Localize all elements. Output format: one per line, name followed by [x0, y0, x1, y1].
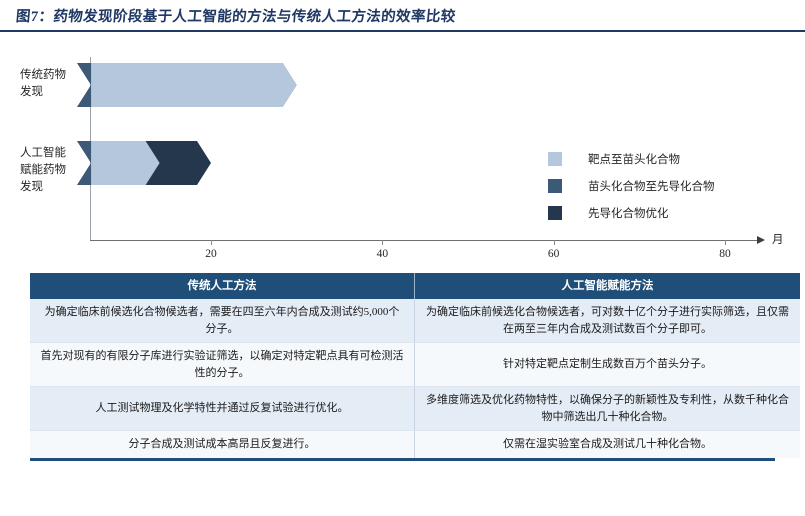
- comparison-table: 传统人工方法 人工智能赋能方法 为确定临床前候选化合物候选者，需要在四至六年内合…: [30, 273, 800, 458]
- x-axis-tick-label: 60: [547, 248, 560, 260]
- table-cell-traditional: 为确定临床前候选化合物候选者，需要在四至六年内合成及测试约5,000个分子。: [30, 299, 415, 343]
- x-axis-tick: [553, 240, 555, 245]
- legend-label: 苗头化合物至先导化合物: [588, 180, 715, 193]
- table-row: 人工测试物理及化学特性并通过反复试验进行优化。多维度筛选及优化药物特性，以确保分…: [30, 386, 800, 431]
- table-cell-ai: 多维度筛选及优化药物特性，以确保分子的新颖性及专利性，从数千种化合物中筛选出几十…: [414, 386, 800, 431]
- figure-title-bar: 图7：药物发现阶段基于人工智能的方法与传统人工方法的效率比较: [0, 0, 805, 31]
- table-header-ai: 人工智能赋能方法: [414, 273, 800, 299]
- legend-label: 靶点至苗头化合物: [588, 153, 680, 166]
- legend-item: 靶点至苗头化合物: [548, 145, 715, 172]
- legend-item: 先导化合物优化: [548, 199, 715, 226]
- chart-legend: 靶点至苗头化合物 苗头化合物至先导化合物 先导化合物优化: [548, 145, 715, 226]
- x-axis-tick-label: 20: [205, 248, 217, 260]
- legend-item: 苗头化合物至先导化合物: [548, 172, 715, 199]
- x-axis-tick: [382, 240, 384, 245]
- x-axis-tick-label: 40: [376, 248, 389, 260]
- table-cell-traditional: 首先对现有的有限分子库进行实验证筛选，以确定对特定靶点具有可检测活性的分子。: [30, 342, 415, 387]
- x-axis-line: [90, 240, 763, 241]
- category-label-traditional: 传统药物 发现: [20, 69, 66, 98]
- title-divider: [0, 30, 805, 32]
- bar-segment: [91, 63, 297, 107]
- x-axis-tick-label: 80: [719, 248, 731, 260]
- table-cell-ai: 为确定临床前候选化合物候选者，可对数十亿个分子进行实际筛选，且仅需在两至三年内合…: [414, 299, 800, 343]
- category-label-ai: 人工智能 赋能药物 发现: [20, 147, 66, 193]
- bar-traditional-drug-discovery: [91, 63, 614, 107]
- legend-swatch-icon: [548, 178, 562, 193]
- table-bottom-divider: [30, 458, 775, 461]
- table-header-row: 传统人工方法 人工智能赋能方法: [30, 273, 800, 299]
- bar-ai-drug-discovery: [91, 141, 348, 185]
- x-axis-arrow-icon: [757, 235, 765, 244]
- table-cell-ai: 针对特定靶点定制生成数百万个苗头分子。: [414, 342, 800, 387]
- table-cell-ai: 仅需在湿实验室合成及测试几十种化合物。: [414, 430, 800, 458]
- process-chart: 传统药物 发现 人工智能 赋能药物 发现 月 20 40 60 80 靶点至苗头化合物…: [0, 33, 805, 271]
- legend-label: 先导化合物优化: [588, 207, 669, 220]
- table-cell-traditional: 分子合成及测试成本高昂且反复进行。: [30, 430, 415, 458]
- page-title: 图7：药物发现阶段基于人工智能的方法与传统人工方法的效率比较: [15, 9, 457, 25]
- table-row: 分子合成及测试成本高昂且反复进行。仅需在湿实验室合成及测试几十种化合物。: [30, 430, 800, 458]
- bar-segment: [91, 141, 160, 185]
- legend-swatch-icon: [548, 205, 562, 220]
- table-cell-traditional: 人工测试物理及化学特性并通过反复试验进行优化。: [30, 386, 415, 431]
- x-axis-tick: [725, 240, 726, 245]
- x-axis-tick: [211, 240, 212, 245]
- table-header-traditional: 传统人工方法: [30, 273, 415, 299]
- table-row: 首先对现有的有限分子库进行实验证筛选，以确定对特定靶点具有可检测活性的分子。针对…: [30, 342, 800, 387]
- legend-swatch-icon: [548, 151, 562, 166]
- x-axis-unit-label: 月: [772, 234, 784, 246]
- table-row: 为确定临床前候选化合物候选者，需要在四至六年内合成及测试约5,000个分子。为确…: [30, 299, 800, 343]
- table-body: 为确定临床前候选化合物候选者，需要在四至六年内合成及测试约5,000个分子。为确…: [30, 299, 800, 458]
